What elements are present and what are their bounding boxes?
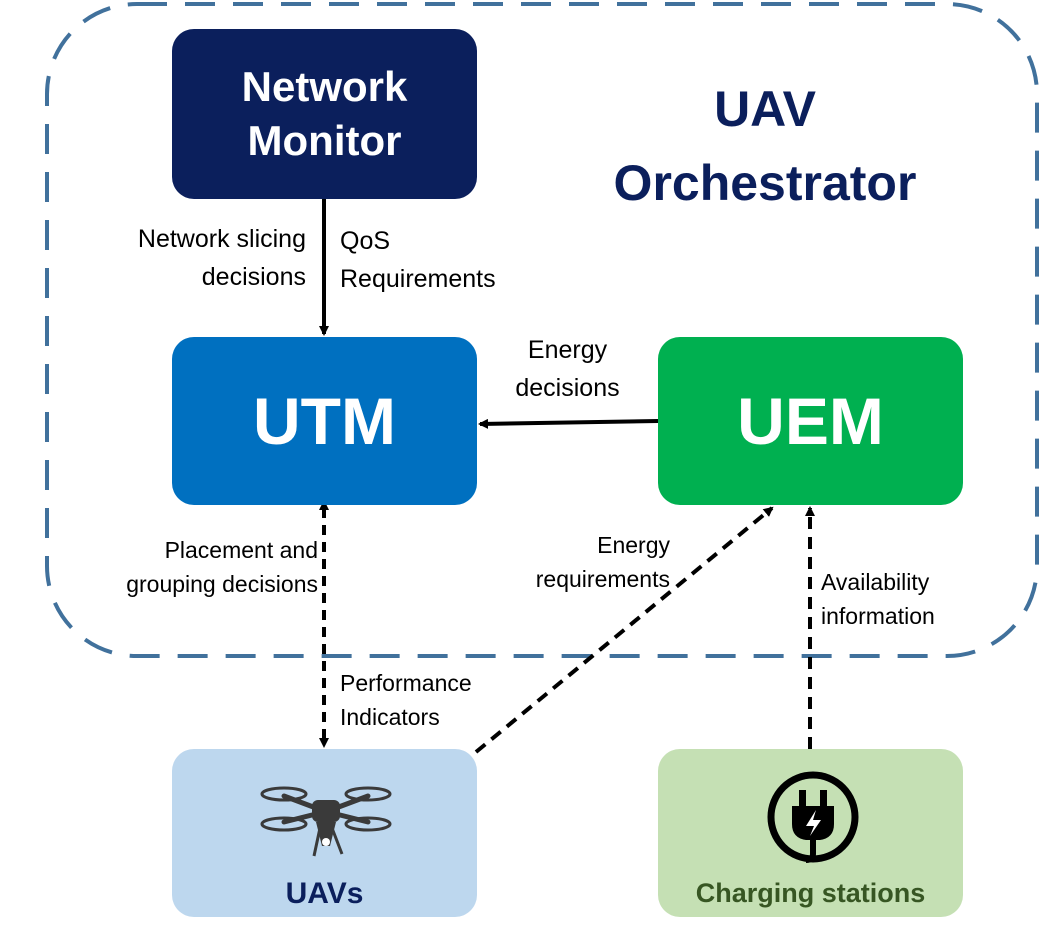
arrow-uavs-to-uem bbox=[474, 506, 774, 754]
network-monitor-line1: Network bbox=[241, 63, 408, 110]
label-placement-line1: Placement and bbox=[164, 537, 318, 563]
label-network-slicing: Network slicing decisions bbox=[78, 220, 306, 296]
utm-node: UTM bbox=[172, 337, 477, 505]
orchestrator-title-line2: Orchestrator bbox=[613, 155, 917, 211]
orchestrator-boundary bbox=[45, 2, 1039, 658]
label-qos-line2: Requirements bbox=[340, 265, 496, 293]
label-network-slicing-line1: Network slicing bbox=[137, 225, 306, 253]
label-energy-decisions-line2: decisions bbox=[515, 374, 620, 402]
orchestrator-title: UAV Orchestrator bbox=[590, 72, 940, 220]
label-placement-line2: grouping decisions bbox=[126, 571, 318, 597]
uem-node: UEM bbox=[658, 337, 963, 505]
label-performance-line1: Performance bbox=[340, 670, 472, 696]
network-monitor-node: Network Monitor bbox=[172, 29, 477, 199]
uem-label: UEM bbox=[737, 384, 884, 458]
label-energy-requirements-line2: requirements bbox=[535, 566, 670, 592]
uavs-label: UAVs bbox=[285, 877, 364, 910]
label-qos-line1: QoS bbox=[340, 227, 391, 255]
charging-stations-label: Charging stations bbox=[695, 878, 926, 908]
label-availability-line2: information bbox=[821, 603, 935, 629]
network-monitor-line2: Monitor bbox=[247, 117, 402, 164]
label-energy-decisions-line1: Energy bbox=[527, 336, 608, 364]
orchestrator-title-line1: UAV bbox=[714, 81, 816, 137]
label-energy-requirements: Energy requirements bbox=[470, 528, 670, 596]
label-performance-line2: Indicators bbox=[340, 704, 440, 730]
label-energy-requirements-line1: Energy bbox=[597, 532, 670, 558]
plug-charging-icon bbox=[767, 771, 859, 863]
arrow-uem-to-utm bbox=[478, 418, 659, 429]
label-energy-decisions: Energy decisions bbox=[500, 331, 635, 407]
drone-icon bbox=[260, 786, 392, 857]
label-placement: Placement and grouping decisions bbox=[70, 533, 318, 601]
label-performance: Performance Indicators bbox=[340, 666, 472, 734]
label-qos: QoS Requirements bbox=[340, 222, 496, 298]
utm-label: UTM bbox=[253, 384, 396, 458]
label-availability: Availability information bbox=[821, 565, 935, 633]
label-network-slicing-line2: decisions bbox=[201, 263, 306, 291]
label-availability-line1: Availability bbox=[821, 569, 930, 595]
